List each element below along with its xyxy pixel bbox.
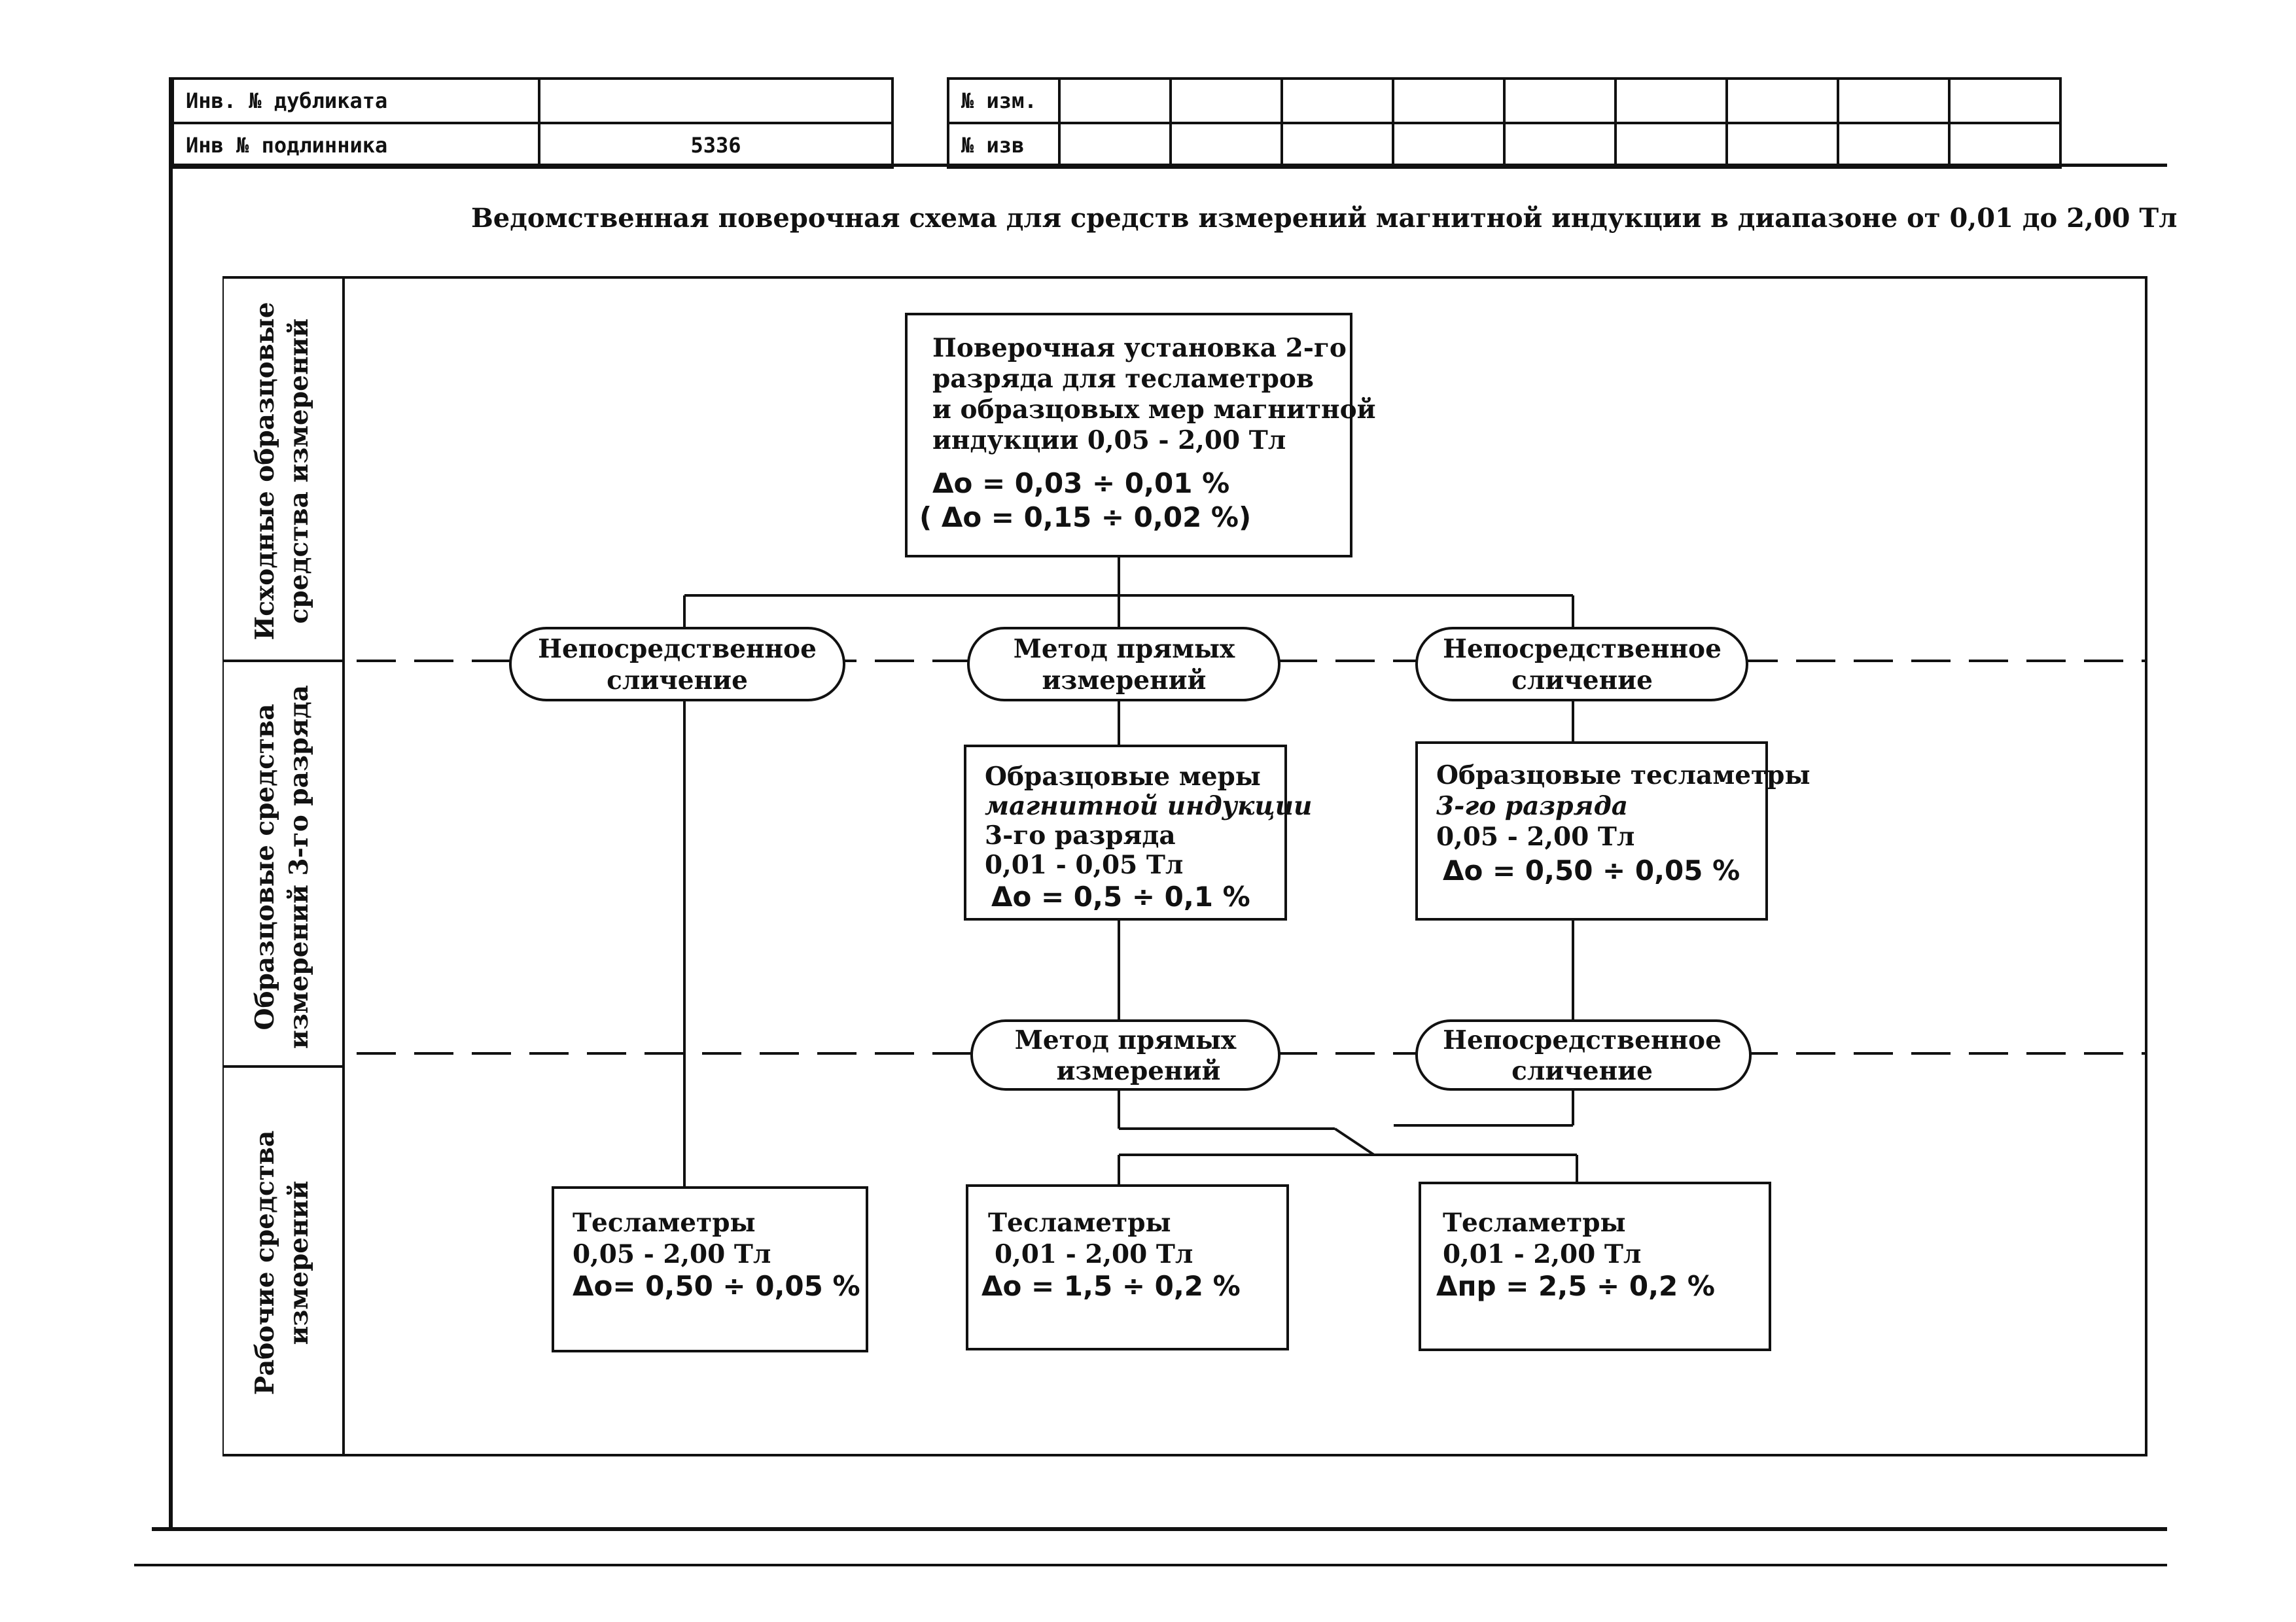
box-text-line: Поверочная установка 2-го	[932, 333, 1347, 363]
method-oval-direct-comparison-3	[1415, 1019, 1752, 1091]
revision-label: № изм.	[947, 77, 1061, 124]
box-accuracy: Δo = 0,50 ÷ 0,05 %	[1443, 855, 1740, 887]
box-text-line: 0,01 - 0,05 Тл	[985, 850, 1183, 880]
revision-cell	[1503, 122, 1617, 169]
method-oval-direct-measurement-1	[967, 627, 1280, 701]
box-text-line: 3-го разряда	[985, 820, 1176, 851]
method-label: Непосредственное	[538, 634, 817, 664]
band-label-line: Образцовые средства	[250, 704, 280, 1031]
method-label: измерений	[1042, 665, 1207, 696]
box-text-line: 0,05 - 2,00 Тл	[1436, 822, 1634, 852]
method-oval-direct-comparison-2	[1415, 627, 1748, 701]
method-label: сличение	[607, 665, 748, 696]
working-teslameters-box-2	[966, 1184, 1289, 1350]
method-label: Непосредственное	[1443, 1025, 1722, 1055]
band-label-line: измерений	[284, 1181, 314, 1345]
revision-cell	[1169, 122, 1283, 169]
revision-cell	[1725, 77, 1839, 124]
top-standard-box	[905, 313, 1352, 557]
box-text-line: 0,01 - 2,00 Тл	[1443, 1239, 1641, 1269]
box-text-line: Образцовые меры	[985, 762, 1261, 792]
box-text-line: Тесламетры	[1443, 1208, 1626, 1238]
header-value	[538, 77, 894, 124]
connector	[1333, 1127, 1375, 1156]
method-label: Метод прямых	[1014, 634, 1235, 664]
revision-label: № изв	[947, 122, 1061, 169]
method-oval-direct-comparison-1	[509, 627, 845, 701]
revision-cell	[1614, 122, 1728, 169]
band-label-line: Исходные образцовые	[250, 302, 280, 640]
box-text-line: Образцовые тесламетры	[1436, 760, 1810, 790]
table-row: № изм.	[947, 77, 2062, 124]
band-label-line: средства измерений	[284, 319, 314, 624]
revision-cell	[1058, 122, 1172, 169]
method-label: сличение	[1511, 1056, 1653, 1086]
box-text-line: 3-го разряда	[1436, 791, 1628, 821]
band-label-line: измерений 3-го разряда	[284, 685, 314, 1049]
reference-teslameters-box	[1415, 741, 1768, 921]
working-teslameters-box-1	[552, 1186, 868, 1352]
revision-cell	[1280, 77, 1394, 124]
box-text-line: магнитной индукции	[985, 791, 1312, 821]
box-accuracy: Δпр = 2,5 ÷ 0,2 %	[1436, 1270, 1715, 1302]
frame-bottom-line	[152, 1527, 2167, 1531]
revision-cell	[1948, 122, 2062, 169]
band-label-line: Рабочие средства	[250, 1131, 280, 1396]
revision-cell	[1058, 77, 1172, 124]
duplicate-inventory-table: Инв. № дубликата Инв № подлинника 5336	[171, 77, 894, 169]
revision-cell	[1725, 122, 1839, 169]
page-bottom-line	[134, 1564, 2167, 1566]
revision-cell	[1837, 122, 1951, 169]
method-label: Непосредственное	[1443, 634, 1722, 664]
box-text-line: индукции 0,05 - 2,00 Тл	[932, 425, 1286, 455]
revision-cell	[1503, 77, 1617, 124]
revision-cell	[1169, 77, 1283, 124]
revision-cell	[1392, 122, 1506, 169]
revision-cell	[1948, 77, 2062, 124]
header-label: Инв № подлинника	[171, 122, 540, 169]
table-row: Инв № подлинника 5336	[171, 122, 894, 169]
box-accuracy: ( Δo = 0,15 ÷ 0,02 %)	[919, 501, 1251, 533]
method-oval-direct-measurement-2	[970, 1019, 1280, 1091]
frame-left-line	[169, 77, 173, 1530]
box-text-line: Тесламетры	[573, 1208, 756, 1238]
table-row: Инв. № дубликата	[171, 77, 894, 124]
box-accuracy: Δo = 0,5 ÷ 0,1 %	[991, 881, 1250, 913]
box-accuracy: Δo= 0,50 ÷ 0,05 %	[573, 1270, 860, 1302]
box-text-line: 0,01 - 2,00 Тл	[995, 1239, 1193, 1269]
header-value: 5336	[538, 122, 894, 169]
header-label: Инв. № дубликата	[171, 77, 540, 124]
box-accuracy: Δo = 0,03 ÷ 0,01 %	[932, 467, 1229, 499]
revision-cell	[1392, 77, 1506, 124]
method-label: Метод прямых	[1015, 1025, 1237, 1055]
revision-cell	[1280, 122, 1394, 169]
frame-top-line	[171, 164, 2167, 167]
revision-cell	[1837, 77, 1951, 124]
box-text-line: 0,05 - 2,00 Тл	[573, 1239, 771, 1269]
verification-scheme-diagram: Исходные образцовые средства измерений О…	[222, 276, 2147, 1456]
method-label: измерений	[1057, 1056, 1221, 1086]
revision-cell	[1614, 77, 1728, 124]
revision-table: № изм. № изв	[947, 77, 2062, 169]
box-accuracy: Δo = 1,5 ÷ 0,2 %	[981, 1270, 1241, 1302]
method-label: сличение	[1511, 665, 1653, 696]
diagram-frame	[222, 276, 2147, 1456]
box-text-line: Тесламетры	[988, 1208, 1171, 1238]
reference-measures-box	[964, 745, 1287, 921]
box-text-line: и образцовых мер магнитной	[932, 395, 1376, 425]
box-text-line: разряда для тесламетров	[932, 364, 1314, 394]
working-teslameters-box-3	[1419, 1182, 1771, 1351]
diagram-title: Ведомственная поверочная схема для средс…	[471, 203, 2178, 234]
table-row: № изв	[947, 122, 2062, 169]
